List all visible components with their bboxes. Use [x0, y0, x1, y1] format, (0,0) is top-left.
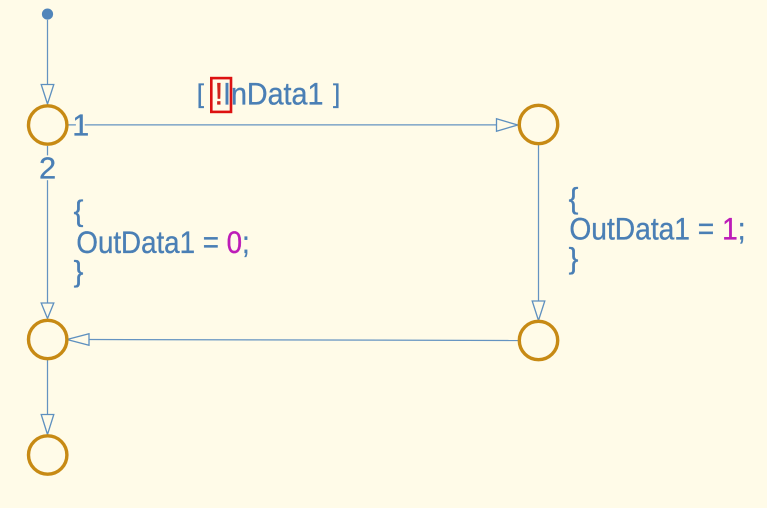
- svg-text:OutData1 = 1;: OutData1 = 1;: [569, 211, 745, 247]
- svg-text:]: ]: [333, 78, 340, 108]
- svg-text:{: {: [74, 195, 84, 228]
- svg-text:OutData1 = 0;: OutData1 = 0;: [76, 224, 249, 260]
- svg-text:2: 2: [39, 151, 56, 186]
- svg-text:[: [: [197, 78, 205, 108]
- svg-text:}: }: [74, 255, 84, 288]
- svg-text:!: !: [215, 76, 224, 112]
- svg-text:}: }: [569, 243, 579, 276]
- svg-text:{: {: [569, 183, 579, 216]
- svg-text:InData1: InData1: [223, 76, 323, 112]
- svg-text:1: 1: [72, 109, 89, 143]
